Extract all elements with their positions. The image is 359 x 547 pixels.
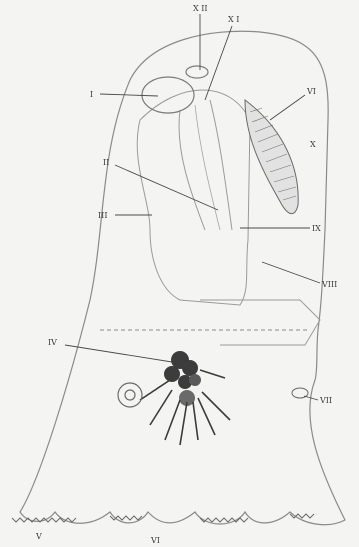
label-x: X	[310, 140, 316, 149]
label-vi-bottom: VI	[150, 536, 160, 545]
label-iv: IV	[48, 338, 57, 347]
inner-duct-right	[210, 100, 232, 230]
ledge-outline	[200, 300, 320, 345]
label-viii: VIII	[321, 280, 337, 289]
label-i: I	[90, 90, 93, 99]
label-xii: X II	[193, 4, 208, 13]
label-ix: IX	[312, 224, 321, 233]
label-vii: VII	[319, 396, 332, 405]
label-xi: X I	[228, 15, 239, 24]
organ-iv-mass	[164, 351, 201, 406]
leader-lines	[65, 14, 320, 400]
organ-vi-shape	[245, 100, 298, 214]
organ-xii-shape	[186, 66, 208, 78]
organ-i-shape	[142, 77, 194, 113]
label-iii: III	[98, 211, 107, 220]
label-ii: II	[103, 158, 109, 167]
side-eye-inner	[125, 390, 135, 400]
label-v: V	[35, 532, 42, 541]
inner-duct-left	[179, 110, 205, 230]
inner-duct-mid	[195, 105, 220, 230]
side-eye-outer	[118, 383, 142, 407]
body-outline	[20, 31, 345, 524]
label-vi: VI	[306, 87, 316, 96]
